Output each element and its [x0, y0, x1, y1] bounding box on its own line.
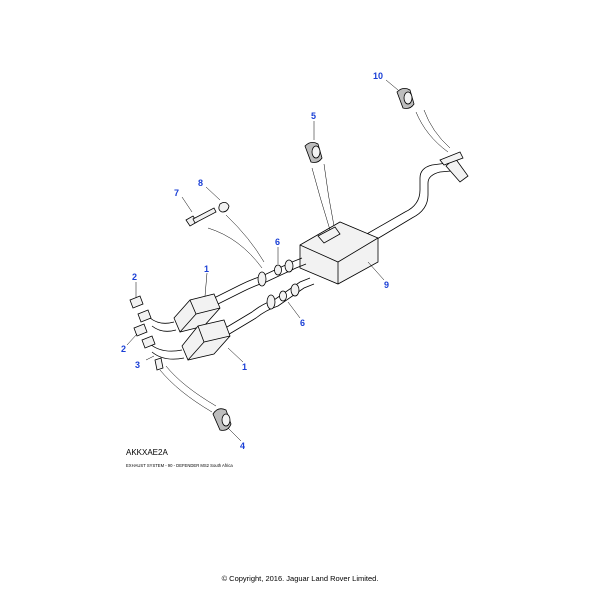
mounting-rubbers — [212, 88, 415, 431]
callout-numbers: 1 1 2 2 3 4 5 6 6 7 8 9 10 — [121, 71, 389, 451]
support-arcs — [159, 109, 451, 413]
callout-9: 9 — [384, 280, 389, 290]
callout-10: 10 — [373, 71, 383, 81]
callout-2-upper: 2 — [132, 272, 137, 282]
callout-2-lower: 2 — [121, 344, 126, 354]
callout-6-upper: 6 — [275, 237, 280, 247]
catalytic-converters — [149, 293, 231, 361]
callout-5: 5 — [311, 111, 316, 121]
callout-6-lower: 6 — [300, 318, 305, 328]
diagram-caption: EXHAUST SYSTEM - 90 - DEFENDER MS2 South… — [126, 463, 233, 468]
front-pipes — [209, 257, 315, 337]
callout-leaders — [126, 79, 399, 442]
diagram-code: AKKXAE2A — [126, 448, 168, 457]
flange-parts — [129, 295, 164, 371]
rear-silencer — [299, 221, 379, 285]
gaskets — [274, 264, 287, 302]
callout-1-upper: 1 — [204, 264, 209, 274]
bolt-and-nut — [185, 202, 230, 227]
callout-3: 3 — [135, 360, 140, 370]
copyright-notice: © Copyright, 2016. Jaguar Land Rover Lim… — [221, 574, 379, 583]
callout-8: 8 — [198, 178, 203, 188]
tail-pipe — [364, 151, 469, 243]
callout-7: 7 — [174, 188, 179, 198]
callout-4: 4 — [240, 441, 245, 451]
callout-1-lower: 1 — [242, 362, 247, 372]
